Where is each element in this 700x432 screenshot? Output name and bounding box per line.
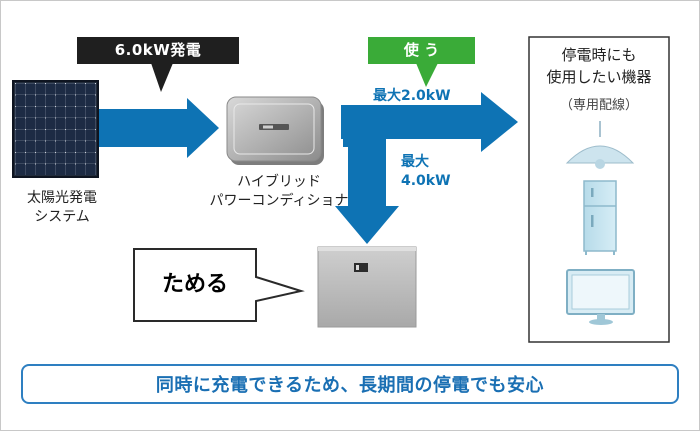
power-conditioner-label: ハイブリッド パワーコンディショナ xyxy=(179,173,379,211)
pcs-label-line2: パワーコンディショナ xyxy=(209,192,349,209)
appliances-title-line2: 使用したい機器 xyxy=(546,67,652,86)
appliances-note: （専用配線） xyxy=(559,98,638,113)
max-output-storage-label-2: 4.0kW xyxy=(401,173,451,189)
solar-label-line2: システム xyxy=(34,208,90,225)
store-label: ためる xyxy=(161,272,228,298)
pendant-lamp-icon xyxy=(565,121,635,169)
generation-callout: 6.0kW発電 xyxy=(77,37,239,64)
power-conditioner-icon xyxy=(226,96,324,165)
use-callout: 使 う xyxy=(368,37,475,64)
television-icon xyxy=(566,269,635,325)
store-speech-bubble xyxy=(133,248,305,322)
storage-battery-icon xyxy=(317,246,417,328)
arrow-solar-to-pcs xyxy=(99,98,219,158)
generation-callout-pointer xyxy=(151,63,173,92)
appliances-title: 停電時にも 使用したい機器 xyxy=(529,45,669,89)
solar-label-line1: 太陽光発電 xyxy=(27,190,97,206)
max-output-main-label: 最大2.0kW xyxy=(373,88,451,104)
pcs-label-line1: ハイブリッド xyxy=(237,174,321,190)
use-callout-pointer xyxy=(416,63,438,87)
solar-panel-icon xyxy=(12,80,99,178)
refrigerator-icon xyxy=(583,180,617,255)
appliances-title-line1: 停電時にも xyxy=(561,46,637,64)
solar-system-label: 太陽光発電 システム xyxy=(7,189,117,227)
max-output-storage-label-1: 最大 xyxy=(401,154,429,170)
summary-banner: 同時に充電できるため、長期間の停電でも安心 xyxy=(21,364,679,404)
arrow-pcs-to-battery xyxy=(335,134,399,244)
